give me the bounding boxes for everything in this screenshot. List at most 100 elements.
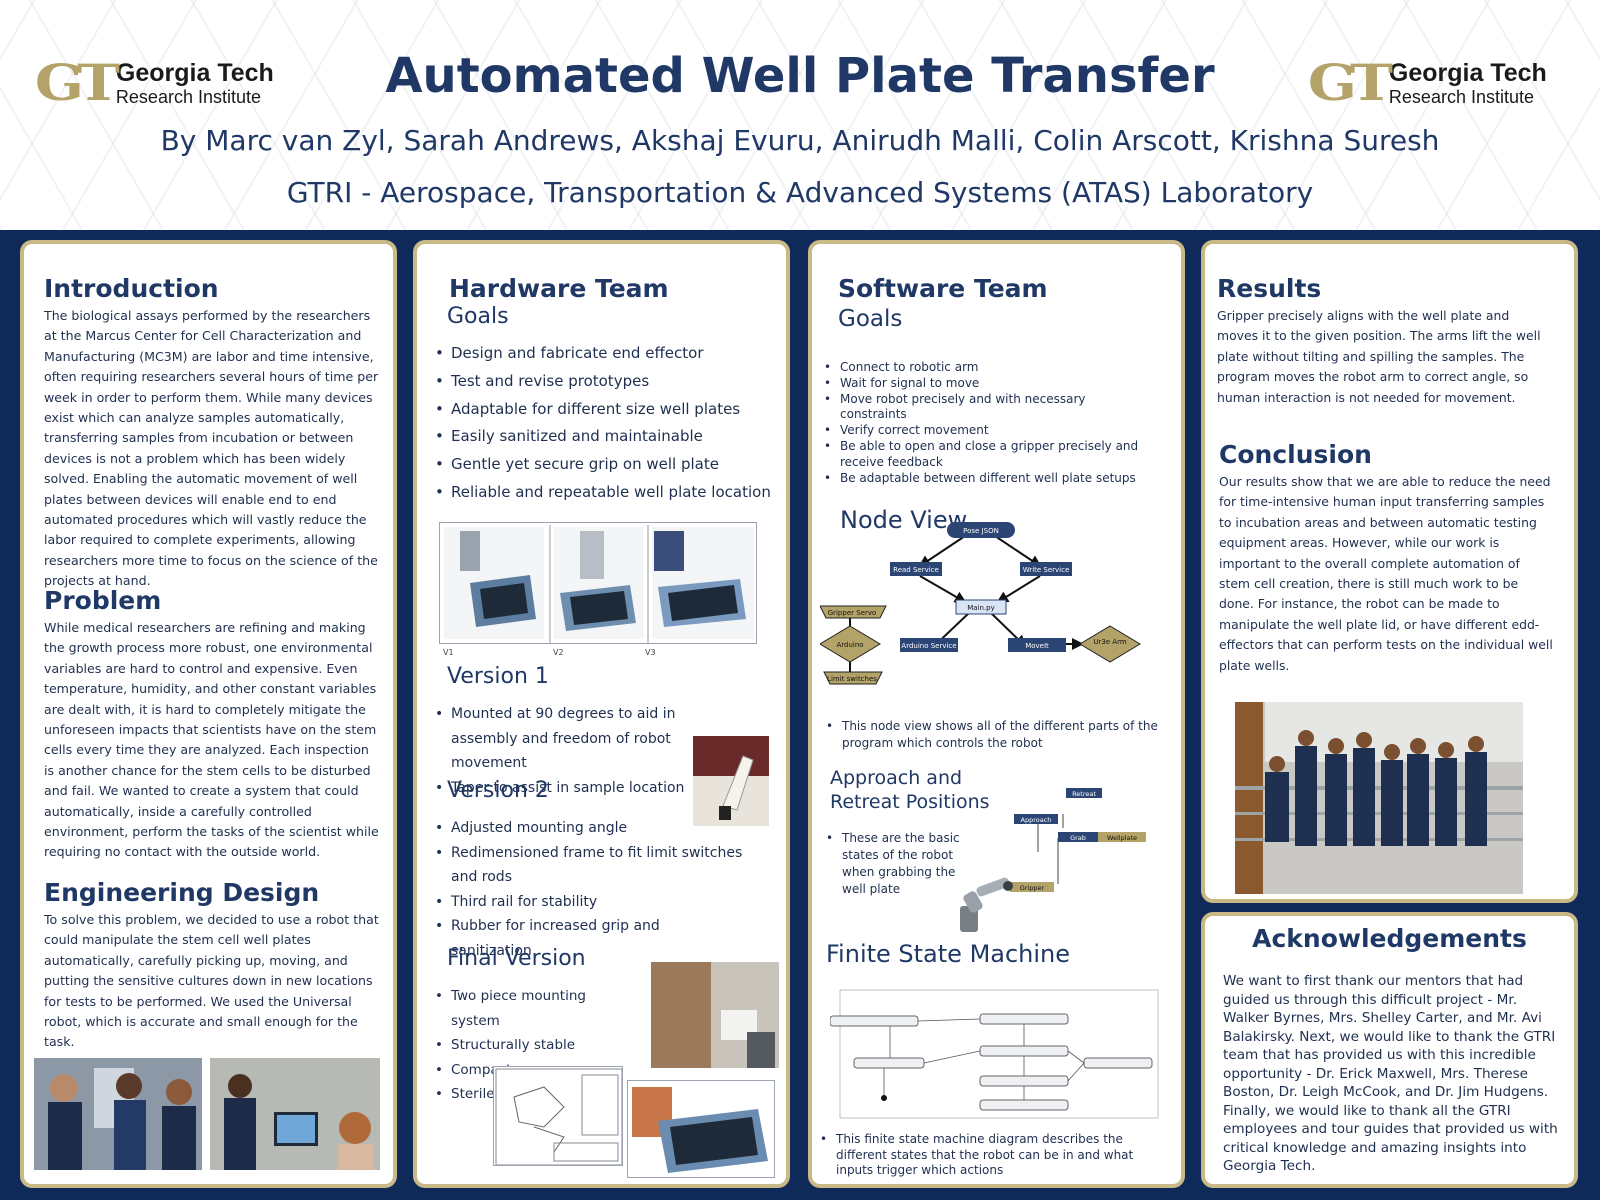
- problem-heading: Problem: [44, 586, 162, 615]
- wellplate-box: [1098, 832, 1146, 842]
- panel-acknowledgements: Acknowledgements We want to first thank …: [1201, 912, 1578, 1188]
- node-main-py-label: Main.py: [967, 604, 995, 612]
- technical-drawing: [493, 1066, 623, 1166]
- node-write-service-label: Write Service: [1023, 566, 1070, 574]
- list-item: Be able to open and close a gripper prec…: [824, 439, 1154, 471]
- panel-software: Software Team Goals Connect to robotic a…: [808, 240, 1185, 1188]
- node-view-note: This node view shows all of the differen…: [826, 718, 1166, 751]
- fsm-state: [979, 1099, 1069, 1111]
- node-moveit: [1008, 638, 1066, 652]
- node-moveit-label: MoveIt: [1025, 642, 1049, 650]
- fsm-state: [979, 1045, 1069, 1057]
- final-version-photo: [651, 962, 779, 1068]
- intro-heading: Introduction: [44, 274, 219, 303]
- approach-note: These are the basic states of the robot …: [826, 830, 966, 898]
- final-render: [627, 1080, 775, 1178]
- list-item: Connect to robotic arm: [824, 360, 1154, 376]
- wellplate-label: Wellplate: [1107, 834, 1137, 842]
- node-ur3e-arm-label: Ur3e Arm: [1093, 638, 1127, 646]
- node-limit-switches: [823, 671, 883, 685]
- intro-text: The biological assays performed by the r…: [44, 308, 379, 589]
- final-version-photo-graphic: [651, 962, 779, 1068]
- results-text: Gripper precisely aligns with the well p…: [1217, 308, 1541, 405]
- list-item: Structurally stable: [435, 1033, 635, 1058]
- list-item: Test and revise prototypes: [435, 368, 775, 396]
- list-item: Mounted at 90 degrees to aid in assembly…: [435, 702, 735, 776]
- node-ur3e-arm: [1079, 625, 1141, 663]
- technical-drawing-graphic: [495, 1068, 622, 1165]
- node-view-diagram: Pose JSON Read Service Write Service Mai…: [820, 522, 1141, 685]
- poster-authors: By Marc van Zyl, Sarah Andrews, Akshaj E…: [160, 124, 1440, 157]
- team-photo-1-graphic: [34, 1058, 202, 1170]
- prototype-renders: [439, 522, 757, 644]
- node-arduino-service-label: Arduino Service: [901, 642, 956, 650]
- gt-logo-mark: GT: [34, 53, 120, 112]
- gripper-box: [1010, 882, 1054, 892]
- list-item: Design and fabricate end effector: [435, 340, 775, 368]
- list-item: Verify correct movement: [824, 423, 1154, 439]
- fsm-state: [1083, 1057, 1153, 1069]
- proto-label-v2: V2: [553, 648, 564, 657]
- problem-text: While medical researchers are refining a…: [44, 620, 379, 860]
- list-item: Sterile: [435, 1082, 635, 1107]
- list-item: Be adaptable between different well plat…: [824, 471, 1154, 487]
- gtri-logo-left: GT Georgia Tech Research Institute: [35, 58, 274, 108]
- list-item: Redimensioned frame to fit limit switche…: [435, 841, 745, 890]
- logo-line1: Georgia Tech: [115, 58, 274, 87]
- list-item: Easily sanitized and maintainable: [435, 423, 775, 451]
- grab-box: [1058, 832, 1098, 842]
- panel-results: Results Gripper precisely aligns with th…: [1201, 240, 1578, 903]
- node-view-heading: Node View: [840, 506, 968, 534]
- version1-list: Mounted at 90 degrees to aid in assembly…: [435, 702, 735, 800]
- node-gripper-servo: [820, 605, 887, 619]
- list-item: Taper to assist in sample location: [435, 776, 735, 801]
- logo-line1: Georgia Tech: [1388, 58, 1547, 87]
- list-item: These are the basic states of the robot …: [826, 830, 966, 898]
- conclusion-heading: Conclusion: [1219, 440, 1372, 469]
- software-goals-heading: Goals: [838, 306, 903, 332]
- list-item: This finite state machine diagram descri…: [820, 1132, 1170, 1179]
- final-version-list: Two piece mounting system Structurally s…: [435, 984, 635, 1107]
- node-arduino: [820, 625, 881, 663]
- software-heading: Software Team: [838, 274, 1048, 303]
- team-photo-1: [34, 1058, 202, 1170]
- fsm-heading: Finite State Machine: [826, 940, 1071, 968]
- team-group-photo-graphic: [1235, 702, 1523, 894]
- final-version-heading: Final Version: [447, 946, 586, 971]
- list-item: Gentle yet secure grip on well plate: [435, 451, 775, 479]
- team-group-photo: [1235, 702, 1523, 894]
- list-item: Rubber for increased grip and sanitizati…: [435, 914, 745, 963]
- version2-heading: Version 2: [447, 778, 549, 803]
- gtri-logo-right: GT Georgia Tech Research Institute: [1308, 58, 1547, 108]
- node-read-service-label: Read Service: [893, 566, 939, 574]
- fsm-state: [830, 1015, 919, 1027]
- logo-line2: Research Institute: [115, 86, 261, 107]
- panel-hardware: Hardware Team Goals Design and fabricate…: [413, 240, 790, 1188]
- approach-label: Approach: [1021, 816, 1052, 824]
- list-item: Third rail for stability: [435, 890, 745, 915]
- node-write-service: [1020, 562, 1072, 576]
- fsm-state: [853, 1057, 925, 1069]
- hardware-goals-list: Design and fabricate end effector Test a…: [435, 340, 775, 507]
- ack-heading: Acknowledgements: [1252, 924, 1527, 953]
- approach-diagram: Retreat Approach Grab Wellplate Gripper: [960, 788, 1146, 932]
- hardware-heading: Hardware Team: [449, 274, 669, 303]
- poster-title: Automated Well Plate Transfer: [385, 48, 1215, 104]
- poster-header: GT Georgia Tech Research Institute Autom…: [0, 0, 1600, 230]
- panel-introduction: Introduction The biological assays perfo…: [20, 240, 397, 1188]
- node-pose-json: [947, 522, 1015, 538]
- version2-list: Adjusted mounting angle Redimensioned fr…: [435, 816, 745, 964]
- list-item: Wait for signal to move: [824, 376, 1154, 392]
- fsm-note: This finite state machine diagram descri…: [820, 1132, 1170, 1179]
- version1-photo-graphic: [693, 736, 769, 826]
- engineering-heading: Engineering Design: [44, 878, 320, 907]
- team-photo-2-graphic: [210, 1058, 380, 1170]
- version1-photo: [693, 736, 769, 826]
- logo-line2: Research Institute: [1388, 86, 1534, 107]
- proto-label-v3: V3: [645, 648, 656, 657]
- ack-text: We want to first thank our mentors that …: [1223, 973, 1558, 1174]
- node-gripper-servo-label: Gripper Servo: [828, 609, 877, 617]
- final-render-graphic: [632, 1087, 768, 1173]
- team-photo-2: [210, 1058, 380, 1170]
- grab-label: Grab: [1070, 834, 1086, 842]
